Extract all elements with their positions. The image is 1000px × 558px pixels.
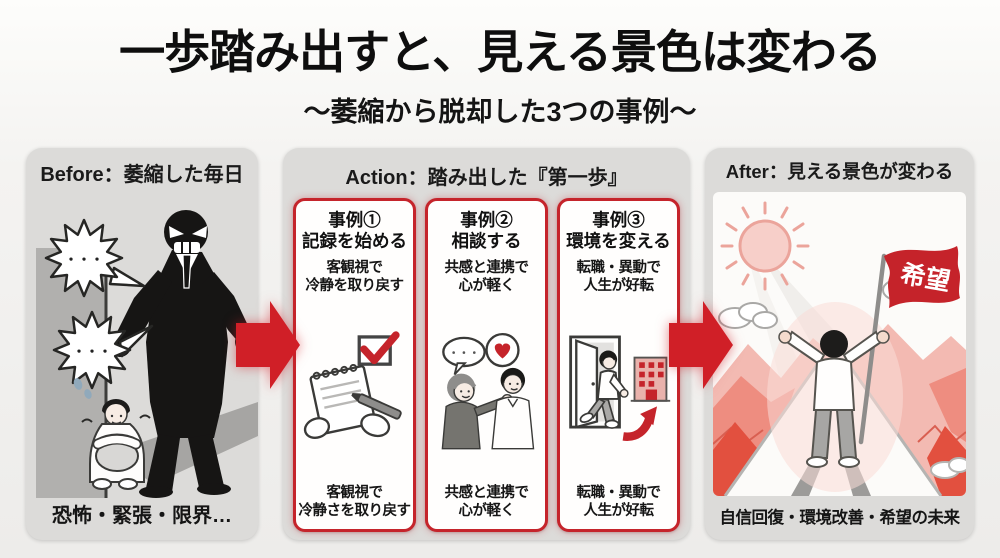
svg-text:・・・: ・・・ — [448, 349, 479, 360]
person-open-arms-figure — [778, 330, 890, 468]
notepad-pen-icon — [303, 331, 402, 439]
hand-icon — [303, 413, 390, 439]
walking-person-figure — [579, 350, 629, 429]
case-2-caption: 共感と連携で 心が軽く — [444, 484, 530, 520]
flow-arrow-icon — [669, 301, 733, 389]
hopeful-scenery-illustration: 希望 — [713, 201, 966, 496]
people-talking-icon: ・・・ — [441, 332, 534, 450]
case-cards-row: 事例① 記録を始める 客観視で 冷静を取り戻す — [287, 198, 686, 532]
action-header: Action：踏み出した『第一歩』 — [345, 167, 628, 189]
case-card-3: 事例③ 環境を変える 転職・異動で 人生が好転 — [557, 198, 680, 532]
after-caption: 自信回復・環境改善・希望の未来 — [719, 509, 961, 527]
cloud-icon — [718, 302, 778, 329]
speech-burst-icon: ・・・ — [44, 218, 146, 298]
checkmark-icon — [357, 331, 400, 366]
pen-icon — [350, 392, 402, 420]
after-header: After：見える景色が変わる — [725, 161, 954, 182]
before-panel: Before：萎縮した毎日 — [26, 148, 258, 540]
case-3-subtitle: 転職・異動で 人生が好転 — [576, 259, 662, 295]
flow-arrow-icon — [236, 301, 300, 389]
conversation-bubbles-icon: ・・・ — [441, 332, 520, 375]
woman-figure — [441, 373, 513, 450]
sun-icon — [720, 201, 810, 291]
before-illustration: ・・・ ・・・ — [36, 210, 258, 498]
heart-icon — [494, 343, 510, 359]
after-panel: After：見える景色が変わる — [705, 148, 974, 540]
case-3-caption: 転職・異動で 人生が好転 — [576, 484, 662, 520]
case-1-subtitle: 客観視で 冷静を取り戻す — [305, 259, 405, 295]
svg-text:・・・: ・・・ — [64, 252, 103, 267]
page-title: 一歩踏み出すと、見える景色は変わる — [119, 26, 882, 78]
before-caption: 恐怖・緊張・限界… — [52, 505, 232, 527]
man-figure — [490, 367, 534, 450]
page-subtitle: 〜萎縮から脱却した3つの事例〜 — [303, 97, 697, 127]
upward-arrow-icon — [622, 406, 657, 441]
case-1-caption: 客観視で 冷静さを取り戻す — [298, 484, 412, 520]
case-2-title: 事例② 相談する — [451, 210, 522, 252]
case-2-subtitle: 共感と連携で 心が軽く — [444, 259, 530, 295]
case-3-title: 事例③ 環境を変える — [566, 210, 671, 252]
door-exit-icon — [568, 335, 670, 441]
before-header: Before：萎縮した毎日 — [40, 164, 244, 186]
shadow-shape — [108, 402, 258, 484]
after-illustration: 希望 — [713, 192, 966, 496]
notepad-icon — [309, 363, 376, 435]
building-icon — [630, 356, 670, 402]
action-panel: Action：踏み出した『第一歩』 事例① 記録を始める 客観視で 冷静を取り戻… — [283, 148, 690, 540]
cloud-icon — [930, 457, 966, 479]
case-1-title: 事例① 記録を始める — [302, 210, 407, 252]
case-card-1: 事例① 記録を始める 客観視で 冷静を取り戻す — [293, 198, 416, 532]
svg-text:・・・: ・・・ — [72, 344, 111, 359]
case-card-2: 事例② 相談する 共感と連携で 心が軽く ・・・ — [425, 198, 548, 532]
crouching-person-figure — [73, 378, 151, 490]
sweat-drops-icon — [73, 378, 92, 399]
speech-burst-icon: ・・・ — [52, 310, 154, 390]
